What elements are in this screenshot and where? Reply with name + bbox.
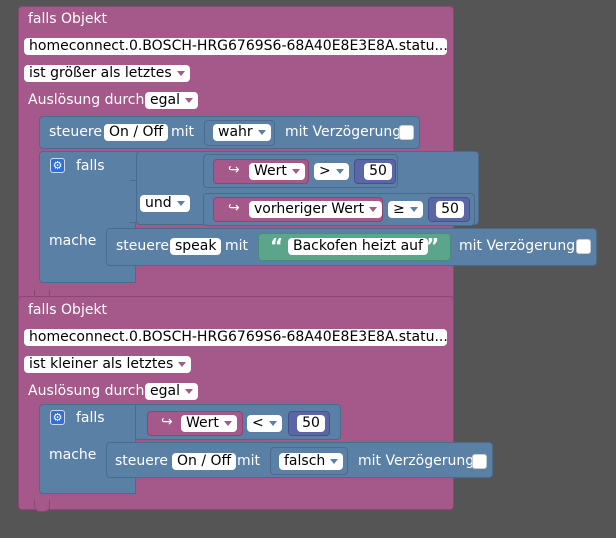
block1-num1-field[interactable]: 50 [364, 163, 392, 180]
block1-num2-field[interactable]: 50 [436, 201, 464, 218]
block2-control-delay-checkbox[interactable] [472, 454, 487, 469]
block2-op-value: < [252, 415, 264, 431]
block1-and-value: und [145, 195, 172, 211]
block2-condition-dropdown[interactable]: ist kleiner als letztes [24, 356, 192, 373]
block1-op1-dropdown[interactable]: > [314, 163, 349, 180]
block2-control-target-dropdown[interactable]: On / Off [172, 453, 237, 470]
block1-var2-dropdown[interactable]: vorheriger Wert [249, 201, 383, 218]
block1-var2-value: vorheriger Wert [254, 201, 365, 217]
block1-trigger-label: Auslösung durch [28, 92, 145, 108]
block2-bool-dropdown[interactable]: falsch [279, 453, 344, 470]
quote-open-icon: “ [270, 234, 284, 258]
block1-op2-value: ≥ [393, 201, 405, 217]
block1-if-mache-label: mache [49, 233, 97, 249]
block2-var-value: Wert [186, 415, 219, 431]
block1-op2-dropdown[interactable]: ≥ [388, 201, 423, 218]
chevron-down-icon [184, 388, 193, 394]
block2-control-target-value: On / Off [177, 453, 232, 469]
variable-arrow-icon: ↪ [228, 162, 240, 178]
block2-object-id-field[interactable]: homeconnect.0.BOSCH-HRG6769S6-68A40E8E3E… [24, 329, 448, 346]
chevron-down-icon [291, 168, 300, 174]
variable-arrow-icon: ↪ [161, 414, 173, 430]
block1-title: falls Objekt [28, 11, 108, 27]
event-block-2-bottom-tab [34, 500, 50, 512]
block1-control-delay-label: mit Verzögerung [285, 124, 402, 140]
chevron-down-icon [184, 97, 193, 103]
block1-control-label: steuere [49, 124, 102, 140]
chevron-down-icon [223, 420, 232, 426]
chevron-down-icon [176, 70, 185, 76]
chevron-down-icon [178, 361, 187, 367]
block1-control-with: mit [171, 124, 195, 140]
chevron-down-icon [268, 420, 277, 426]
block1-trigger-dropdown[interactable]: egal [145, 92, 198, 109]
block1-if-falls-label: falls [76, 158, 105, 174]
block2-title: falls Objekt [28, 302, 108, 318]
block2-condition-value: ist kleiner als letztes [29, 356, 174, 372]
block2-op-dropdown[interactable]: < [247, 415, 282, 432]
variable-arrow-icon: ↪ [228, 200, 240, 216]
block2-num-field[interactable]: 50 [297, 415, 325, 432]
chevron-down-icon [409, 206, 418, 212]
block1-var1-dropdown[interactable]: Wert [249, 163, 305, 180]
chevron-down-icon [257, 129, 266, 135]
block1-speak-label: steuere [116, 238, 169, 254]
block1-speak-delay-checkbox[interactable] [576, 239, 591, 254]
block1-condition-value: ist größer als letztes [29, 65, 172, 81]
block2-trigger-value: egal [150, 383, 180, 399]
block2-trigger-dropdown[interactable]: egal [145, 383, 198, 400]
block2-if-mache-label: mache [49, 447, 97, 463]
block1-object-id-field[interactable]: homeconnect.0.BOSCH-HRG6769S6-68A40E8E3E… [24, 38, 448, 55]
block1-trigger-value: egal [150, 92, 180, 108]
block1-var1-value: Wert [254, 163, 287, 179]
block1-speak-target-value: speak [175, 238, 217, 254]
block1-op1-value: > [319, 163, 331, 179]
block1-control-target-value: On / Off [109, 124, 164, 140]
block1-control-target-dropdown[interactable]: On / Off [104, 124, 169, 141]
block1-control-delay-checkbox[interactable] [399, 125, 414, 140]
chevron-down-icon [335, 168, 344, 174]
block1-speak-with: mit [225, 238, 249, 254]
block2-control-label: steuere [115, 453, 168, 469]
block1-condition-dropdown[interactable]: ist größer als letztes [24, 65, 190, 82]
gear-icon[interactable]: ⚙ [50, 158, 65, 173]
block1-speak-delay-label: mit Verzögerung [459, 238, 576, 254]
block1-bool-dropdown[interactable]: wahr [213, 124, 271, 141]
block1-bool-value: wahr [218, 124, 253, 140]
chevron-down-icon [176, 200, 185, 206]
block2-control-with: mit [237, 453, 261, 469]
block1-speak-target-dropdown[interactable]: speak [170, 238, 222, 255]
block1-and-dropdown[interactable]: und [140, 195, 190, 212]
block1-speak-text-field[interactable]: Backofen heizt auf [288, 238, 428, 255]
block2-if-falls-label: falls [76, 410, 105, 426]
chevron-down-icon [330, 458, 339, 464]
chevron-down-icon [369, 206, 378, 212]
quote-close-icon: ” [426, 234, 440, 258]
gear-icon[interactable]: ⚙ [50, 410, 65, 425]
block2-bool-value: falsch [284, 453, 326, 469]
block2-trigger-label: Auslösung durch [28, 383, 145, 399]
block2-var-dropdown[interactable]: Wert [181, 415, 237, 432]
block2-control-delay-label: mit Verzögerung [358, 453, 475, 469]
